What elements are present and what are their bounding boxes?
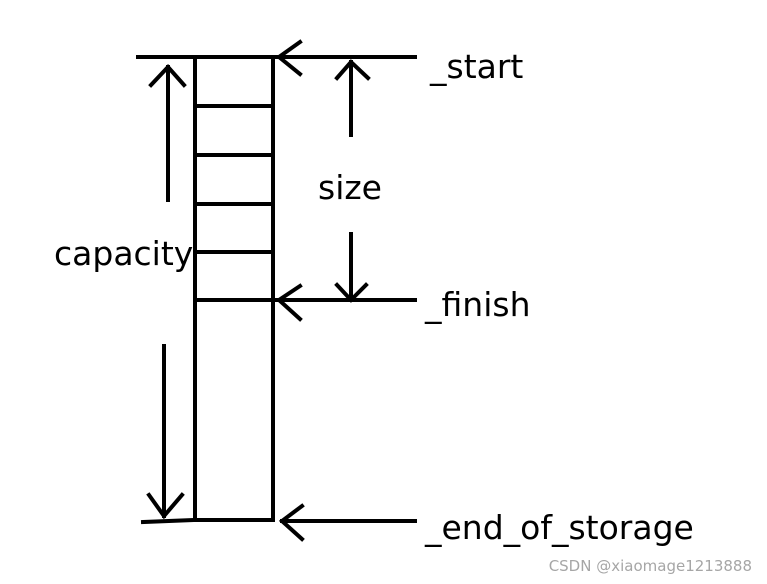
capacity-bottom-tick [140, 517, 198, 525]
capacity-arrow-down-head [146, 492, 185, 520]
capacity-arrow-up-head [148, 64, 187, 88]
capacity-label: capacity [54, 234, 194, 273]
storage-block [193, 55, 275, 522]
end-of-storage-pointer-arrow [278, 503, 417, 542]
size-dimension-arrow [334, 59, 371, 303]
start-pointer-label: _start [430, 47, 524, 86]
start-pointer-arrowhead [275, 39, 303, 77]
capacity-dimension-arrow [140, 64, 198, 525]
finish-pointer-arrow [271, 283, 417, 322]
size-arrow-down-head [334, 282, 369, 303]
size-arrow-up-head [334, 59, 371, 81]
end-of-storage-pointer-label: _end_of_storage [425, 508, 694, 547]
size-label: size [318, 168, 382, 207]
csdn-watermark: CSDN @xiaomage1213888 [548, 557, 752, 575]
finish-pointer-arrowhead [275, 283, 303, 322]
element-cells [193, 104, 275, 302]
finish-pointer-label: _finish [425, 285, 531, 324]
end-of-storage-pointer-arrowhead [278, 503, 305, 542]
